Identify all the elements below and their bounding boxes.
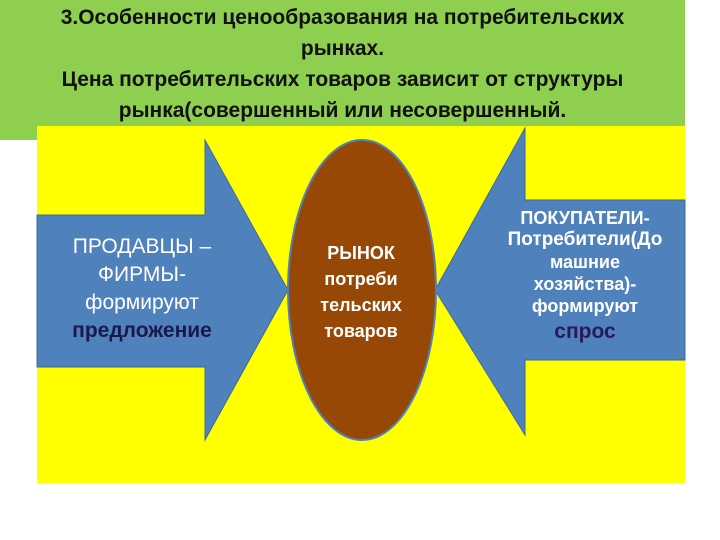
title-line-4: рынка(совершенный или несовершенный. [118, 99, 567, 122]
buyers-line-3: машние [549, 252, 621, 272]
buyers-line-2: Потребители(До [507, 229, 663, 250]
buyers-line-5: формируют [531, 296, 639, 316]
buyers-highlight: спрос [554, 320, 616, 343]
sellers-line-2: ФИРМЫ- [98, 263, 186, 286]
title-line-3: Цена потребительских товаров зависит от … [61, 68, 624, 91]
sellers-line-3: формируют [85, 291, 199, 314]
buyers-line-1: ПОКУПАТЕЛИ- [520, 208, 650, 228]
buyers-line-4: хозяйства)- [533, 274, 637, 294]
market-line-3: тельских [320, 295, 402, 315]
market-line-1: РЫНОК [327, 243, 395, 263]
sellers-label: ПРОДАВЦЫ – ФИРМЫ- формируют предложение [42, 233, 242, 345]
market-line-2: потреби [324, 269, 398, 289]
title-line-1: 3.Особенности ценообразования на потреби… [60, 6, 625, 29]
market-line-4: товаров [324, 321, 398, 341]
sellers-line-1: ПРОДАВЦЫ – [72, 235, 212, 258]
page-title: 3.Особенности ценообразования на потреби… [0, 2, 685, 126]
title-line-2: рынках. [300, 37, 385, 60]
market-label: РЫНОК потреби тельских товаров [305, 240, 417, 344]
sellers-arrow [36, 138, 289, 442]
title-banner [0, 0, 685, 140]
buyers-arrow [434, 126, 686, 437]
sellers-highlight: предложение [72, 319, 212, 342]
market-oval [287, 139, 437, 441]
buyers-label: ПОКУПАТЕЛИ- Потребители(До машние хозяйс… [490, 207, 680, 343]
